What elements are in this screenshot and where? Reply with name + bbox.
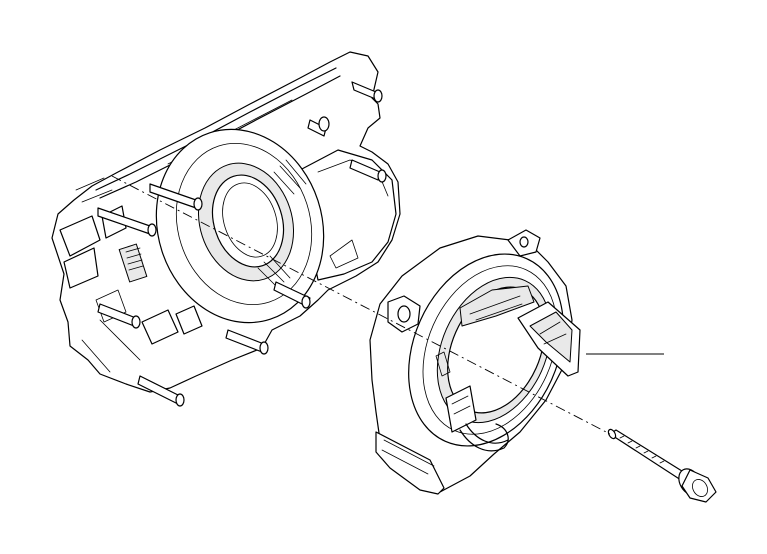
mounting-pin-7 [225,329,269,355]
mounting-pin-8 [137,375,185,407]
switch-housing [51,51,401,407]
hex-flange-screw [607,428,717,503]
mounting-pin-4 [97,207,157,237]
center-axis-line [111,175,611,435]
mounting-pin-3 [349,159,387,183]
slip-ring-clock-spring [369,229,581,495]
mounting-pin-1 [351,81,383,103]
mounting-pin-9 [97,303,141,329]
mounting-pin-2 [307,116,330,137]
mounting-pin-6 [273,281,311,309]
mounting-pin-5 [149,183,203,211]
